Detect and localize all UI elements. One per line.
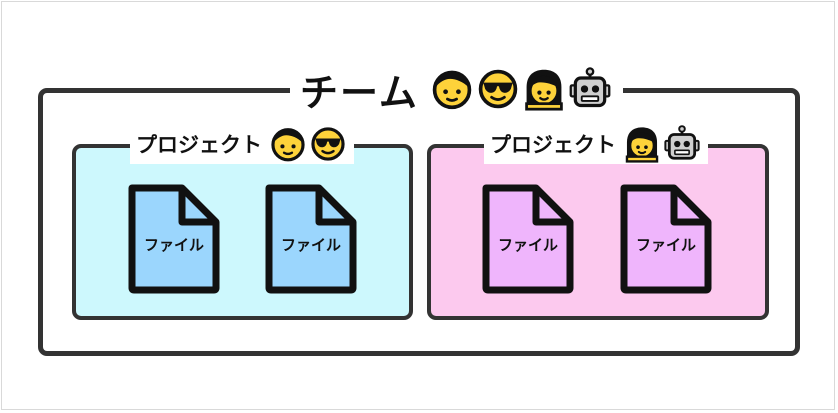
robot-icon	[663, 125, 701, 163]
face-woman-icon	[623, 125, 661, 163]
project-label-1: プロジェクト	[130, 124, 354, 164]
robot-icon	[568, 67, 612, 111]
face-woman-icon	[522, 67, 566, 111]
file-icon: ファイル	[128, 184, 220, 294]
team-label: チーム	[290, 64, 623, 115]
face-sunglasses-icon	[476, 67, 520, 111]
file-label: ファイル	[143, 236, 204, 254]
project-title: プロジェクト	[136, 133, 262, 157]
file-label: ファイル	[635, 236, 696, 254]
face-sunglasses-icon	[309, 125, 347, 163]
file-label: ファイル	[280, 236, 341, 254]
face-boy-icon	[269, 125, 307, 163]
team-title: チーム	[300, 70, 419, 115]
project-box-2	[427, 144, 769, 320]
project-title: プロジェクト	[490, 133, 616, 157]
file-icon: ファイル	[482, 184, 574, 294]
project-label-2: プロジェクト	[484, 124, 708, 164]
file-label: ファイル	[497, 236, 558, 254]
file-icon: ファイル	[620, 184, 712, 294]
project-box-1	[72, 144, 413, 320]
face-boy-icon	[430, 67, 474, 111]
file-icon: ファイル	[265, 184, 357, 294]
